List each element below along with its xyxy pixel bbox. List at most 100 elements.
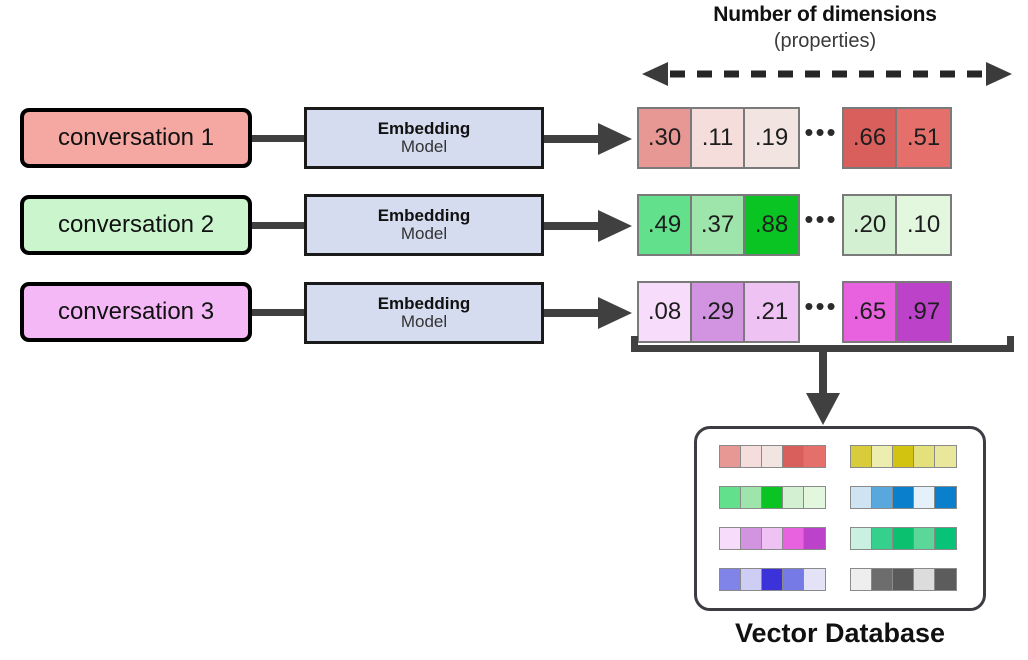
db-swatch [783,528,804,549]
db-swatch [914,487,935,508]
db-swatch [872,487,893,508]
db-swatch [783,487,804,508]
db-swatch [914,528,935,549]
vectors-grouping-bracket [631,336,1014,352]
db-swatch [872,446,893,467]
flow-arrow-icon-3 [544,297,632,329]
vector-right-group-3: .65 .97 [842,281,952,343]
vector-cell: .19 [745,109,798,167]
db-swatch [935,569,956,590]
down-arrow-icon [806,349,840,425]
vector-database-title: Vector Database [734,618,946,648]
vector-right-group-1: .66 .51 [842,107,952,169]
db-swatch [872,569,893,590]
conversation-label-3: conversation 3 [57,298,215,325]
db-swatch [741,528,762,549]
bracket-right-tick [1007,336,1014,352]
embedding-model-box-2[interactable]: Embedding Model [304,194,544,256]
vector-cell: .29 [692,283,745,341]
dimensions-title: Number of dimensions [713,3,937,26]
embedding-model-title-1: Embedding [377,118,471,138]
db-swatch [851,528,872,549]
vector-cell: .11 [692,109,745,167]
vector-cell: .66 [844,109,897,167]
db-vector-strip [850,527,957,550]
db-swatch [783,446,804,467]
double-headed-dashed-arrow-icon [642,62,1012,86]
db-swatch [762,528,783,549]
db-swatch [720,446,741,467]
vector-cell: .10 [897,196,950,254]
conversation-label-2: conversation 2 [57,211,215,238]
db-swatch [720,569,741,590]
db-swatch [893,487,914,508]
connector-line-2 [252,222,306,229]
db-swatch [741,569,762,590]
db-swatch [783,569,804,590]
db-swatch [804,487,825,508]
vector-cell: .97 [897,283,950,341]
vector-database-grid [719,445,967,591]
db-swatch [762,569,783,590]
vector-left-group-2: .49 .37 .88 [637,194,800,256]
db-swatch [720,487,741,508]
db-swatch [720,528,741,549]
db-swatch [935,528,956,549]
embedding-vector-row-1: .30 .11 .19 ••• .66 .51 [637,107,952,169]
vector-database-panel[interactable] [694,426,986,611]
db-vector-strip [850,568,957,591]
db-swatch [804,446,825,467]
db-swatch [741,487,762,508]
db-vector-strip [719,486,826,509]
embedding-model-title-2: Embedding [377,205,471,225]
conversation-box-2[interactable]: conversation 2 [20,195,252,255]
connector-line-1 [252,135,306,142]
embedding-model-box-3[interactable]: Embedding Model [304,282,544,344]
vector-database-row [719,486,967,509]
vector-cell: .30 [639,109,692,167]
embedding-model-box-1[interactable]: Embedding Model [304,107,544,169]
vector-ellipsis-2: ••• [804,204,838,234]
embedding-vector-row-3: .08 .29 .21 ••• .65 .97 [637,281,952,343]
bracket-bar [631,345,1014,352]
embedding-model-subtitle-2: Model [400,224,448,243]
db-swatch [935,487,956,508]
db-swatch [762,446,783,467]
db-vector-strip [850,445,957,468]
db-vector-strip [719,527,826,550]
vector-left-group-1: .30 .11 .19 [637,107,800,169]
vector-cell: .65 [844,283,897,341]
db-swatch [893,569,914,590]
db-swatch [762,487,783,508]
embedding-model-subtitle-1: Model [400,137,448,156]
vector-cell: .51 [897,109,950,167]
bracket-left-tick [631,336,638,352]
db-swatch [851,446,872,467]
vector-cell: .37 [692,196,745,254]
vector-cell: .21 [745,283,798,341]
db-vector-strip [719,568,826,591]
flow-arrow-icon-1 [544,123,632,155]
vector-ellipsis-1: ••• [804,117,838,147]
embedding-model-subtitle-3: Model [400,312,448,331]
db-swatch [851,569,872,590]
vector-cell: .20 [844,196,897,254]
embedding-vector-row-2: .49 .37 .88 ••• .20 .10 [637,194,952,256]
conversation-box-3[interactable]: conversation 3 [20,282,252,342]
db-swatch [741,446,762,467]
db-swatch [804,569,825,590]
vector-database-row [719,527,967,550]
vector-cell: .49 [639,196,692,254]
vector-left-group-3: .08 .29 .21 [637,281,800,343]
dimensions-subtitle: (properties) [773,30,877,52]
vector-cell: .08 [639,283,692,341]
db-swatch [893,446,914,467]
db-swatch [893,528,914,549]
flow-arrow-icon-2 [544,210,632,242]
conversation-box-1[interactable]: conversation 1 [20,108,252,168]
vector-right-group-2: .20 .10 [842,194,952,256]
db-swatch [804,528,825,549]
vector-ellipsis-3: ••• [804,291,838,321]
connector-line-3 [252,309,306,316]
